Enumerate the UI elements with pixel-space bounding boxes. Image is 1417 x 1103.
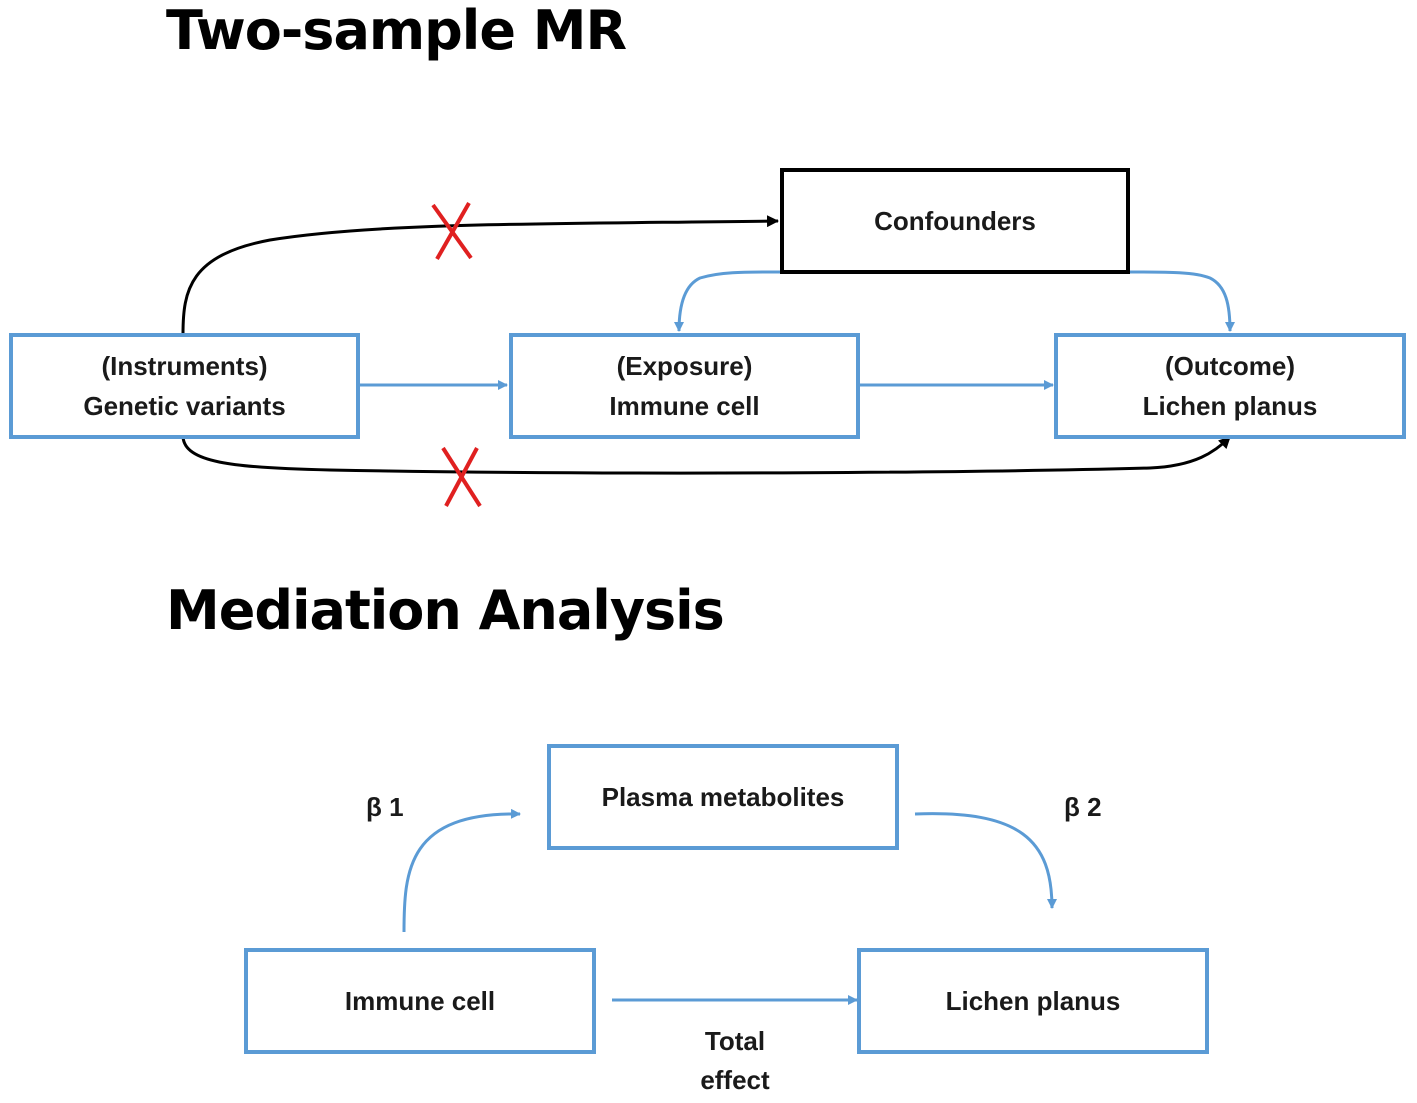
node-confounders-label: Confounders (874, 205, 1036, 236)
node-plasma-metabolites-label: Plasma metabolites (601, 781, 845, 812)
section-title-mediation-analysis: Mediation Analysis (166, 579, 725, 642)
node-lichen-planus: Lichen planus (857, 948, 1209, 1054)
label-total-effect-line2: effect (700, 1065, 770, 1095)
node-outcome-line2: Lichen planus (1142, 391, 1318, 421)
cross-mark-outcome-path (441, 446, 482, 508)
edge-instruments-to-confounders (181, 215, 779, 335)
node-exposure: (Exposure) Immune cell (509, 333, 860, 439)
node-immune-cell-label: Immune cell (344, 985, 496, 1016)
node-instruments: (Instruments) Genetic variants (9, 333, 360, 439)
label-beta2: β 2 (1064, 792, 1102, 822)
node-exposure-line2: Immune cell (609, 391, 760, 421)
edge-beta1 (402, 808, 521, 933)
node-plasma-metabolites: Plasma metabolites (547, 744, 899, 850)
label-total-effect-line1: Total (704, 1026, 766, 1056)
edge-confounders-to-exposure (674, 270, 781, 332)
section-title-two-sample-mr: Two-sample MR (166, 0, 627, 62)
edge-instruments-to-outcome (181, 435, 1232, 475)
node-instruments-line1: (Instruments) (101, 350, 268, 381)
label-total-effect: Total effect (676, 1022, 794, 1100)
node-exposure-line1: (Exposure) (616, 350, 753, 381)
node-lichen-planus-label: Lichen planus (945, 985, 1121, 1016)
node-confounders: Confounders (780, 168, 1130, 274)
node-outcome-line1: (Outcome) (1165, 350, 1295, 381)
edge-confounders-to-outcome (1129, 270, 1235, 332)
node-immune-cell: Immune cell (244, 948, 596, 1054)
cross-mark-confounder-path (431, 202, 473, 260)
node-outcome: (Outcome) Lichen planus (1054, 333, 1406, 439)
label-beta1: β 1 (366, 792, 404, 822)
node-instruments-line2: Genetic variants (83, 391, 286, 421)
edge-beta2 (914, 812, 1057, 909)
